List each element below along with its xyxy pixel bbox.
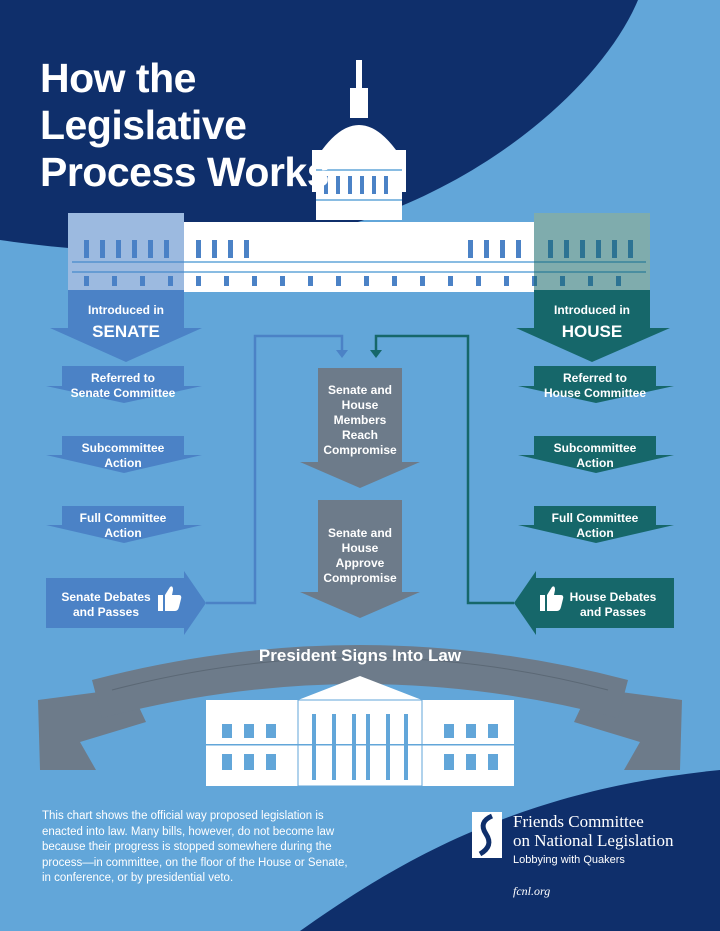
senate-step-arrow bbox=[46, 506, 202, 543]
step-text: Approve bbox=[335, 556, 385, 570]
house-intro-chamber: HOUSE bbox=[561, 322, 623, 341]
thumbs-up-icon bbox=[158, 586, 182, 611]
house-connector-arrowhead bbox=[370, 350, 382, 358]
step-text: House Committee bbox=[543, 386, 647, 400]
step-text: Senate Debates bbox=[61, 590, 151, 604]
senate-intro-chamber: SENATE bbox=[92, 322, 160, 341]
thumbs-up-icon bbox=[540, 586, 564, 611]
step-text: Senate and bbox=[327, 383, 393, 397]
senate-intro-label: Introduced in SENATE bbox=[68, 303, 184, 343]
senate-step-label: Subcommittee Action bbox=[62, 441, 184, 471]
senate-step-arrow bbox=[46, 366, 202, 403]
step-text: Action bbox=[104, 526, 142, 540]
step-text: Senate and bbox=[327, 526, 393, 540]
senate-step-label: Referred to Senate Committee bbox=[62, 371, 184, 401]
approve-label: Senate and House Approve Compromise bbox=[318, 526, 402, 586]
house-intro-label: Introduced in HOUSE bbox=[534, 303, 650, 343]
step-text: House bbox=[341, 398, 379, 412]
step-text: Action bbox=[104, 456, 142, 470]
navy-top-shape bbox=[0, 0, 638, 252]
house-intro-line: Introduced in bbox=[554, 303, 630, 317]
fcnl-logo-icon bbox=[472, 812, 502, 858]
step-text: Action bbox=[576, 526, 614, 540]
step-text: Referred to bbox=[562, 371, 627, 385]
org-block: Friends Committee on National Legislatio… bbox=[513, 812, 674, 899]
house-step-arrow bbox=[518, 506, 674, 543]
step-text: Compromise bbox=[323, 571, 397, 585]
approve-arrow bbox=[300, 500, 420, 618]
house-step-label: Referred to House Committee bbox=[534, 371, 656, 401]
step-text: Action bbox=[576, 456, 614, 470]
step-text: Referred to bbox=[90, 371, 155, 385]
step-text: Full Committee bbox=[79, 511, 167, 525]
senate-intro-arrow bbox=[50, 290, 202, 362]
page-title: How the Legislative Process Works bbox=[40, 55, 330, 196]
house-connector-line bbox=[374, 334, 514, 605]
compromise-arrow bbox=[300, 368, 420, 488]
title-line: Legislative bbox=[40, 102, 247, 148]
org-url-link[interactable]: fcnl.org bbox=[513, 884, 551, 898]
step-text: House bbox=[341, 541, 379, 555]
senate-step-arrow bbox=[46, 436, 202, 473]
step-text: Subcommittee bbox=[553, 441, 637, 455]
house-step-label: Full Committee Action bbox=[534, 511, 656, 541]
footnote: This chart shows the official way propos… bbox=[42, 810, 348, 884]
senate-wing-overlay bbox=[68, 213, 184, 293]
senate-connector-line bbox=[206, 334, 344, 605]
step-text: Compromise bbox=[323, 443, 397, 457]
step-text: Members bbox=[333, 413, 387, 427]
compromise-label: Senate and House Members Reach Compromis… bbox=[318, 383, 402, 458]
step-text: Full Committee bbox=[551, 511, 639, 525]
senate-intro-line: Introduced in bbox=[88, 303, 164, 317]
senate-step-label: Full Committee Action bbox=[62, 511, 184, 541]
senate-connector-arrowhead bbox=[336, 350, 348, 358]
banner-label: President Signs Into Law bbox=[258, 646, 462, 665]
title-line: How the bbox=[40, 55, 196, 101]
step-text: Subcommittee bbox=[81, 441, 165, 455]
org-tagline: Lobbying with Quakers bbox=[513, 854, 625, 866]
house-step-arrow bbox=[518, 436, 674, 473]
step-text: and Passes bbox=[72, 605, 140, 619]
step-text: Reach bbox=[341, 428, 379, 442]
step-text: House Debates bbox=[569, 590, 657, 604]
house-step-label: Subcommittee Action bbox=[534, 441, 656, 471]
senate-final-label: Senate Debates and Passes bbox=[56, 590, 156, 620]
house-step-arrow bbox=[518, 366, 674, 403]
step-text: Senate Committee bbox=[70, 386, 176, 400]
house-final-label: House Debates and Passes bbox=[562, 590, 664, 620]
title-line: Process Works bbox=[40, 149, 330, 195]
navy-bottom-shape bbox=[300, 770, 720, 931]
white-house-icon bbox=[206, 676, 514, 787]
house-wing-overlay bbox=[534, 213, 650, 293]
house-intro-arrow bbox=[516, 290, 670, 362]
org-name-line2: on National Legislation bbox=[513, 831, 674, 850]
org-name-line1: Friends Committee bbox=[513, 812, 644, 831]
step-text: and Passes bbox=[579, 605, 647, 619]
senate-final-arrow bbox=[46, 571, 206, 635]
